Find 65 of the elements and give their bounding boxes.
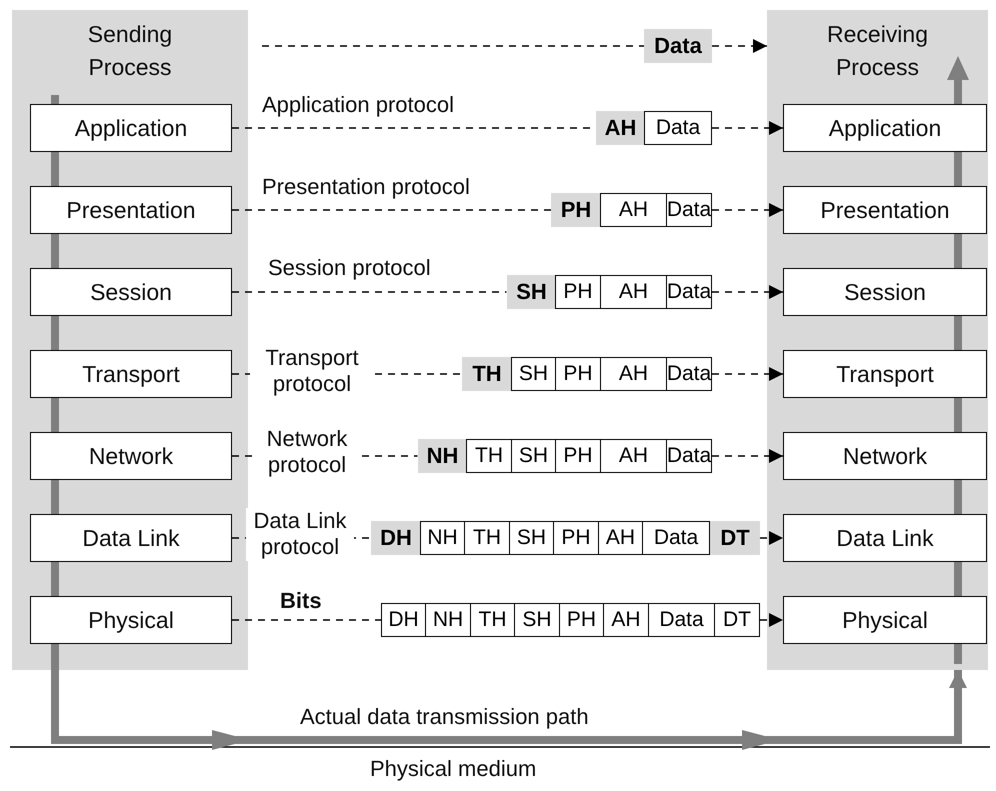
layer-box: Session <box>30 268 232 316</box>
packet-field: AH <box>600 193 668 227</box>
packet-field: SH <box>510 357 556 391</box>
band-title: Sending Process <box>86 20 174 82</box>
packet-field: Data <box>666 357 712 391</box>
layer-box: Transport <box>783 350 987 398</box>
header-field: DT <box>710 521 760 555</box>
layer-box: Application <box>30 104 232 152</box>
protocol-arrow <box>712 367 783 381</box>
layer-box: Network <box>30 432 232 480</box>
edge-label: Data Link protocol <box>246 508 354 561</box>
packet-field: PH <box>555 439 601 473</box>
packet-field: AH <box>600 439 668 473</box>
header-field: DH <box>371 521 421 555</box>
layer-box: Session <box>783 268 987 316</box>
layer-box: Application <box>783 104 987 152</box>
protocol-arrow <box>760 531 783 545</box>
packet-field: NH <box>425 603 471 637</box>
packet-field: AH <box>598 521 644 555</box>
packet-field: DT <box>714 603 760 637</box>
header-field: TH <box>462 357 512 391</box>
packet-field: Data <box>644 111 712 145</box>
protocol-arrow <box>712 121 783 135</box>
layer-box: Physical <box>783 596 987 644</box>
header-field: PH <box>551 193 601 227</box>
packet-field: PH <box>555 357 601 391</box>
packet-field: Data <box>666 275 712 309</box>
packet-field: TH <box>466 439 512 473</box>
packet-field: SH <box>508 521 554 555</box>
process-band <box>12 10 248 670</box>
packet-field: AH <box>600 357 668 391</box>
packet-field: PH <box>553 521 599 555</box>
packet-field: NH <box>420 521 466 555</box>
packet-field: Data <box>666 439 712 473</box>
packet-field: PH <box>558 603 604 637</box>
packet-field: TH <box>470 603 516 637</box>
packet-field: Data <box>642 521 710 555</box>
packet-field: Data <box>666 193 712 227</box>
process-band <box>767 10 988 670</box>
layer-box: Network <box>783 432 987 480</box>
transmission-path-arrow <box>51 670 967 744</box>
packet-field: DH <box>380 603 426 637</box>
layer-box: Physical <box>30 596 232 644</box>
layer-box: Presentation <box>30 186 232 234</box>
protocol-arrow <box>712 285 783 299</box>
band-title: Receiving Process <box>826 20 929 82</box>
layer-box: Transport <box>30 350 232 398</box>
protocol-arrow <box>712 449 783 463</box>
packet-field: Data <box>648 603 716 637</box>
layer-box: Presentation <box>783 186 987 234</box>
header-field: SH <box>506 275 556 309</box>
packet-field: PH <box>555 275 601 309</box>
packet-field: AH <box>600 275 668 309</box>
header-field: Data <box>644 29 712 63</box>
packet-field: AH <box>603 603 649 637</box>
layer-box: Data Link <box>30 514 232 562</box>
packet-field: SH <box>514 603 560 637</box>
protocol-arrow <box>712 203 783 217</box>
packet-field: TH <box>464 521 510 555</box>
header-field: AH <box>596 111 646 145</box>
protocol-arrow <box>760 613 783 627</box>
protocol-arrow <box>712 39 767 53</box>
layer-box: Data Link <box>783 514 987 562</box>
packet-field: SH <box>510 439 556 473</box>
header-field: NH <box>418 439 468 473</box>
